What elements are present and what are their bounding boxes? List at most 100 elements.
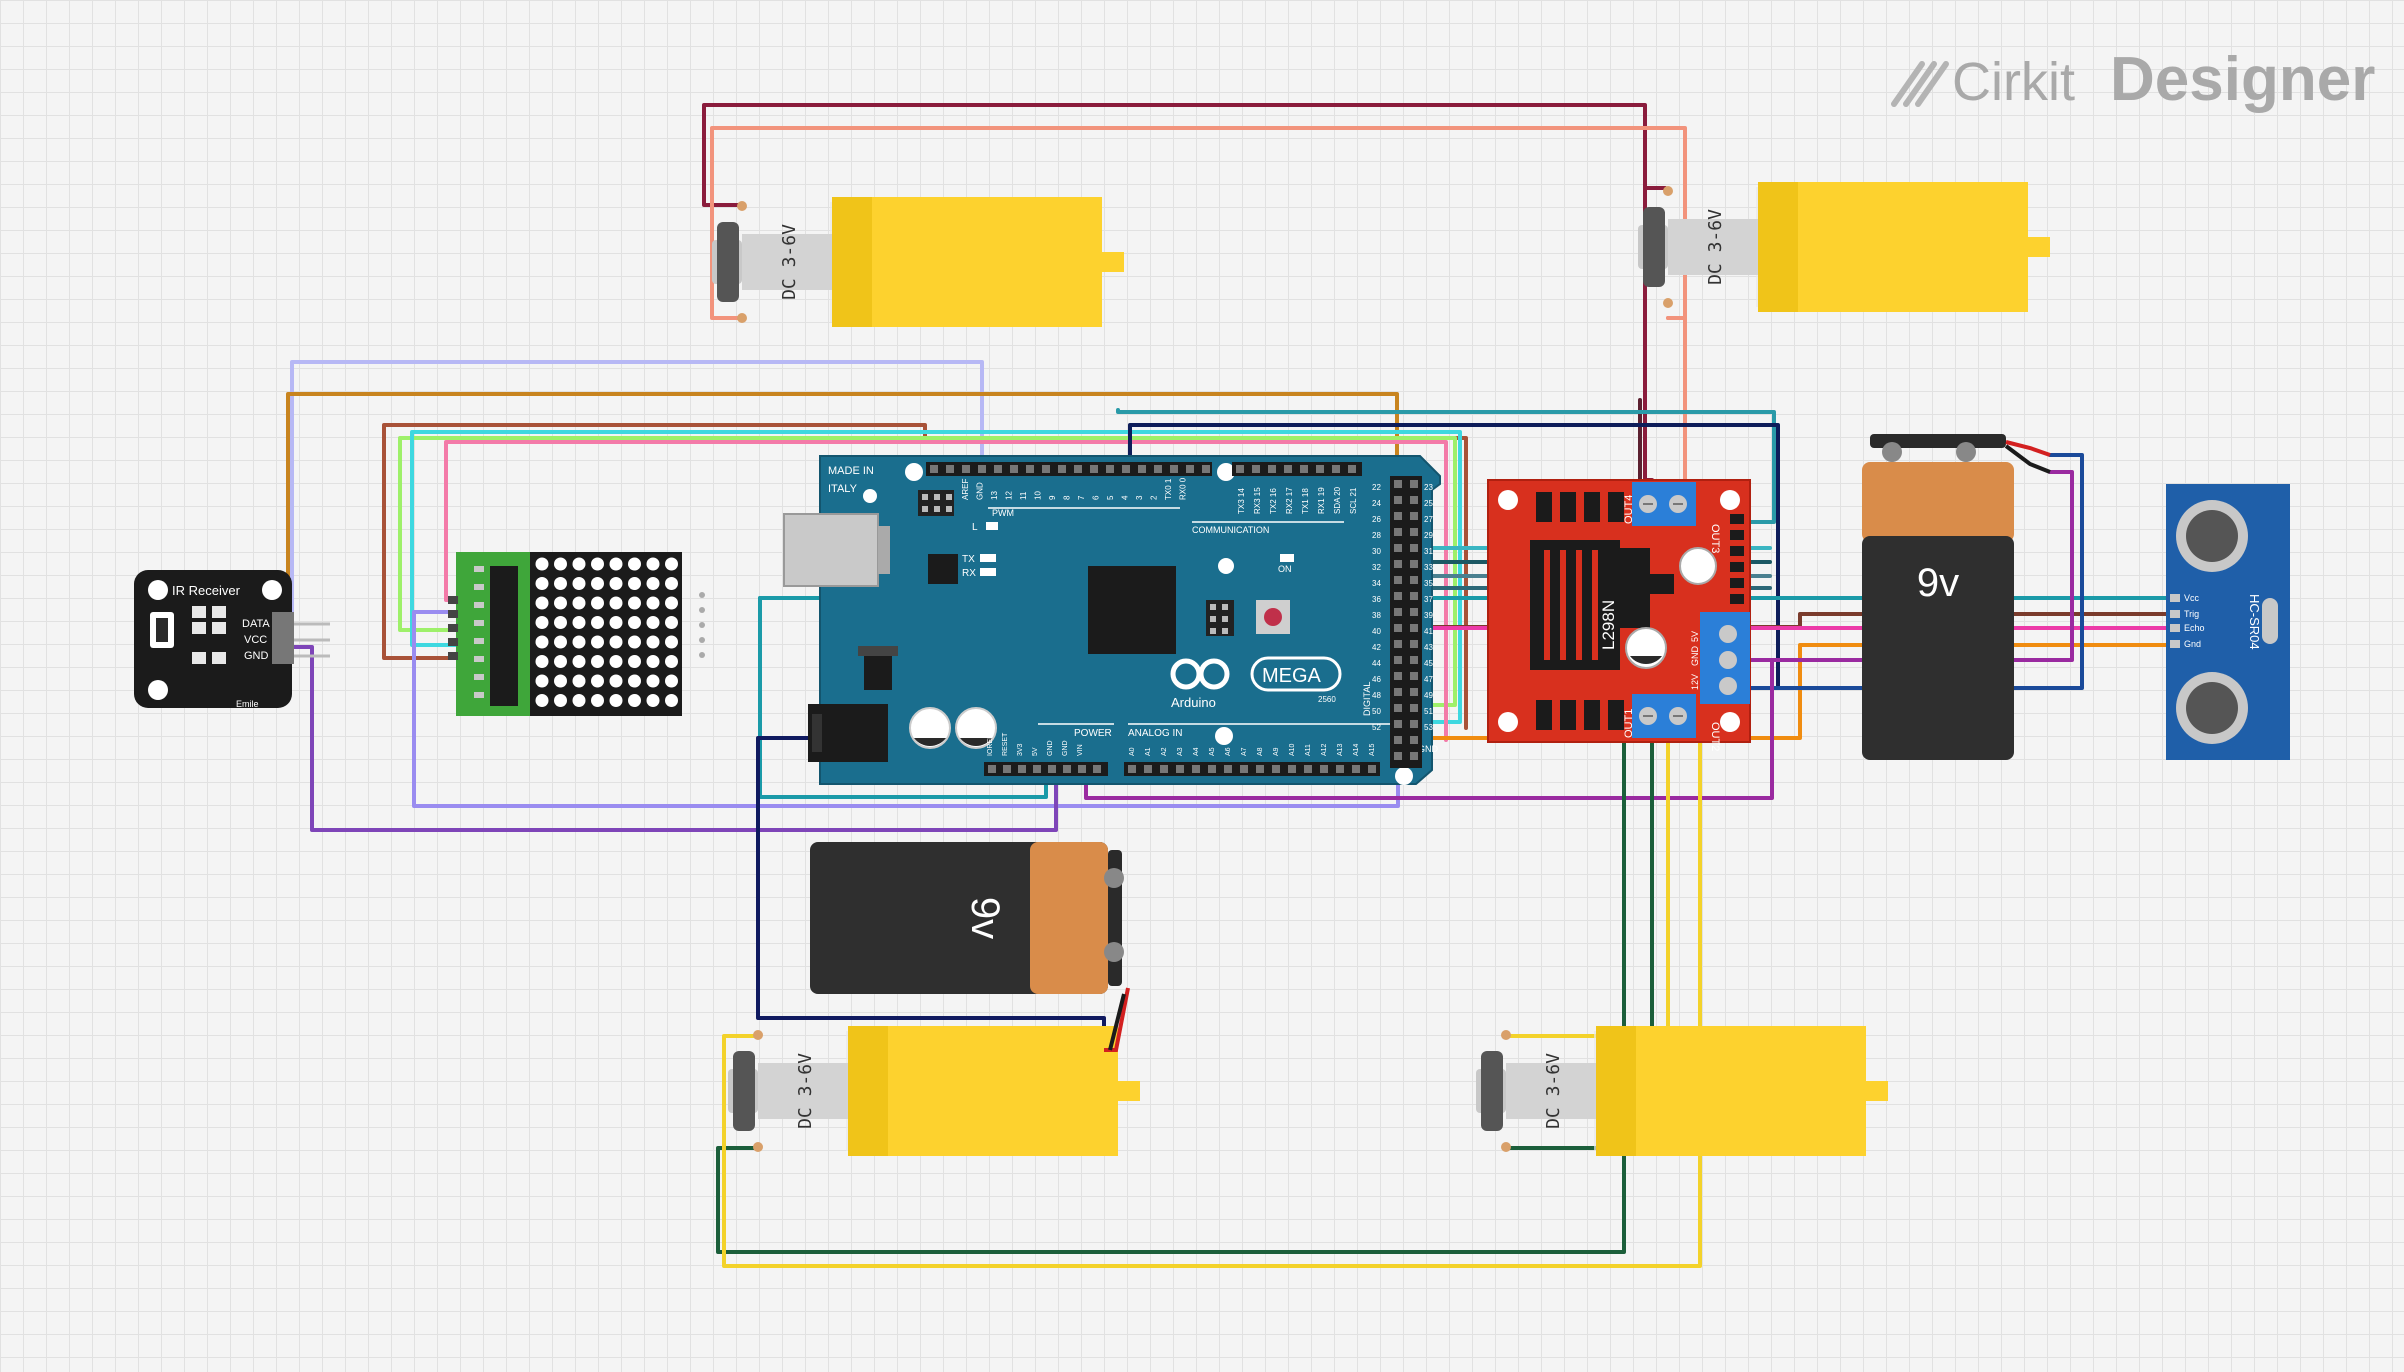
usb-port[interactable] [783, 513, 879, 587]
wire-purple-l298n-gnd[interactable] [1084, 658, 1774, 800]
battery-9v-right[interactable]: 9v [1862, 434, 2051, 760]
header-pin[interactable] [1240, 765, 1248, 773]
header-pin[interactable] [1410, 608, 1418, 616]
header-pin[interactable] [1410, 576, 1418, 584]
header-pin[interactable] [1410, 560, 1418, 568]
header-right-digital[interactable] [1390, 476, 1422, 768]
motor-bottom-right[interactable]: DC 3-6V [1476, 1026, 1888, 1156]
header-pin[interactable] [1410, 528, 1418, 536]
header-pin[interactable] [1010, 465, 1018, 473]
wire-dkgreen-motor-bl[interactable] [716, 740, 1626, 1254]
header-pin[interactable] [1003, 765, 1011, 773]
header-pin[interactable] [1186, 465, 1194, 473]
header-pin[interactable] [1394, 496, 1402, 504]
header-pin[interactable] [1176, 765, 1184, 773]
header-pin[interactable] [1352, 765, 1360, 773]
arduino-mega-board[interactable]: MADE IN ITALY [783, 455, 1441, 785]
header-bottom-analog[interactable] [1124, 762, 1380, 776]
header-pin[interactable] [994, 465, 1002, 473]
header-pin[interactable] [1410, 720, 1418, 728]
l298n-driver-board[interactable]: L298N OUT4 OUT3 OUT1 OUT2 12V GND 5V [1487, 479, 1751, 751]
wire-dark-red-motor-tl[interactable] [702, 103, 1667, 207]
header-pin[interactable] [1394, 624, 1402, 632]
header-pin[interactable] [1332, 465, 1340, 473]
header-pin[interactable] [1090, 465, 1098, 473]
header-pin[interactable] [1394, 704, 1402, 712]
header-pin[interactable] [1410, 736, 1418, 744]
header-pin[interactable] [1410, 592, 1418, 600]
header-pin[interactable] [1394, 752, 1402, 760]
header-pin[interactable] [1316, 465, 1324, 473]
led-matrix-module[interactable] [448, 552, 705, 716]
header-pin[interactable] [988, 765, 996, 773]
header-pin[interactable] [1410, 752, 1418, 760]
wire-brown-matrix[interactable] [382, 423, 1468, 730]
header-pin[interactable] [1272, 765, 1280, 773]
header-pin[interactable] [1394, 560, 1402, 568]
header-pin[interactable] [1138, 465, 1146, 473]
header-pin[interactable] [1154, 465, 1162, 473]
header-pin[interactable] [1288, 765, 1296, 773]
header-pin[interactable] [1256, 765, 1264, 773]
header-pin[interactable] [1394, 512, 1402, 520]
header-pin[interactable] [1394, 656, 1402, 664]
header-pin[interactable] [1122, 465, 1130, 473]
header-pin[interactable] [1252, 465, 1260, 473]
header-pin[interactable] [1410, 496, 1418, 504]
header-top-digital[interactable] [926, 462, 1212, 476]
header-pin[interactable] [1410, 640, 1418, 648]
header-pin[interactable] [930, 465, 938, 473]
motor-bottom-left[interactable]: DC 3-6V [728, 1026, 1140, 1156]
header-pin[interactable] [1410, 544, 1418, 552]
header-pin[interactable] [1320, 765, 1328, 773]
header-pin[interactable] [1304, 765, 1312, 773]
wire-salmon-out3[interactable] [1666, 316, 1687, 482]
header-pin[interactable] [1394, 720, 1402, 728]
motor-top-right[interactable]: DC 3-6V [1638, 182, 2050, 312]
battery-9v-bottom[interactable]: 9v [810, 842, 1130, 1052]
header-pin[interactable] [1268, 465, 1276, 473]
header-pin[interactable] [1300, 465, 1308, 473]
header-pin[interactable] [1106, 465, 1114, 473]
header-pin[interactable] [1208, 765, 1216, 773]
header-pin[interactable] [1410, 512, 1418, 520]
header-pin[interactable] [1394, 688, 1402, 696]
header-pin[interactable] [946, 465, 954, 473]
header-pin[interactable] [1394, 640, 1402, 648]
header-pin[interactable] [1336, 765, 1344, 773]
header-pin[interactable] [1394, 576, 1402, 584]
header-pin[interactable] [1348, 465, 1356, 473]
header-pin[interactable] [1078, 765, 1086, 773]
wire-green-matrix[interactable] [398, 436, 1457, 707]
header-pin[interactable] [1144, 765, 1152, 773]
header-pin[interactable] [1410, 688, 1418, 696]
header-pin[interactable] [1394, 528, 1402, 536]
wire-teal-top[interactable] [1116, 408, 1776, 524]
header-pin[interactable] [1236, 465, 1244, 473]
wire-yellow-motor-bl[interactable] [722, 740, 1702, 1268]
header-pin[interactable] [1394, 608, 1402, 616]
header-pin[interactable] [1394, 592, 1402, 600]
header-pin[interactable] [1368, 765, 1376, 773]
header-pin[interactable] [1074, 465, 1082, 473]
header-pin[interactable] [1026, 465, 1034, 473]
header-pin[interactable] [1170, 465, 1178, 473]
header-pin[interactable] [1410, 624, 1418, 632]
header-pin[interactable] [1058, 465, 1066, 473]
header-pin[interactable] [1042, 465, 1050, 473]
ir-receiver-module[interactable]: ((· IR Receiver DATA VCC GND Emile [134, 570, 330, 709]
wire-lavender-ir[interactable] [290, 360, 984, 622]
header-pin[interactable] [1410, 480, 1418, 488]
header-bottom-power[interactable] [984, 762, 1108, 776]
header-pin[interactable] [1063, 765, 1071, 773]
header-pin[interactable] [1192, 765, 1200, 773]
header-pin[interactable] [962, 465, 970, 473]
ultrasonic-sensor[interactable]: HC-SR04 Vcc Trig Echo Gnd [2166, 484, 2290, 760]
header-pin[interactable] [1048, 765, 1056, 773]
header-pin[interactable] [1202, 465, 1210, 473]
motor-top-left[interactable]: DC 3-6V [712, 197, 1124, 327]
header-top-communication[interactable] [1232, 462, 1362, 476]
wire-yellow-motor-br[interactable] [1504, 740, 1670, 1038]
header-pin[interactable] [1394, 672, 1402, 680]
wire-cyan-matrix[interactable] [410, 430, 1462, 724]
